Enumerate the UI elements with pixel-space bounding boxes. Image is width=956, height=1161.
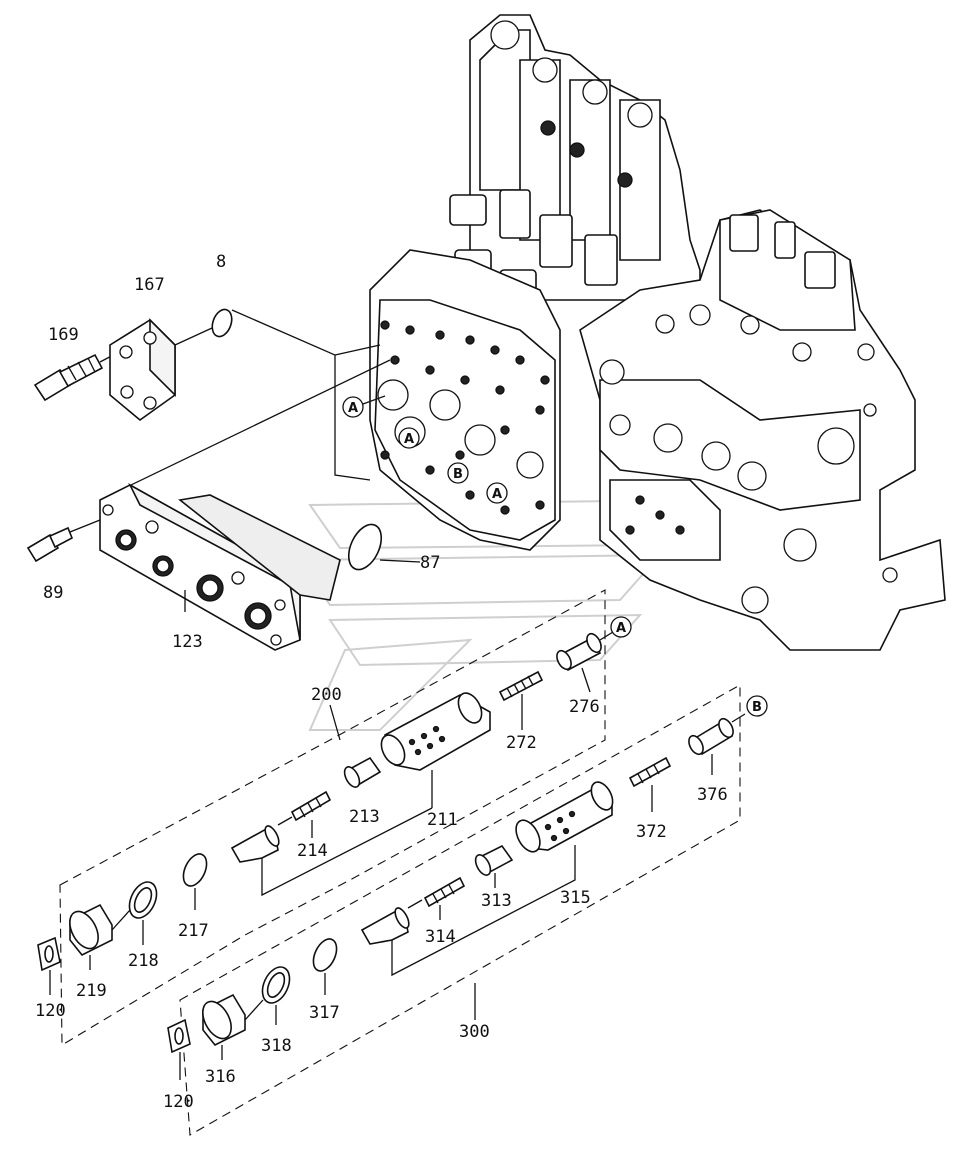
leader-167-to-body — [231, 309, 371, 481]
spool-300 — [360, 899, 423, 945]
label-213: 213 — [349, 807, 380, 827]
svg-text:A: A — [404, 432, 414, 447]
o-ring-8 — [211, 308, 233, 338]
label-217: 217 — [178, 921, 209, 941]
label-123: 123 — [172, 632, 203, 652]
spring-314 — [423, 876, 466, 908]
label-169: 169 — [48, 325, 79, 345]
callout-b-1: B — [447, 462, 469, 484]
spring-214 — [290, 790, 332, 822]
label-120-a: 120 — [35, 1001, 66, 1021]
plate-120-a — [37, 936, 61, 972]
label-276: 276 — [569, 697, 600, 717]
spring-372 — [628, 756, 672, 788]
label-8: 8 — [216, 252, 226, 272]
plug-276 — [556, 631, 614, 672]
label-89: 89 — [43, 583, 63, 603]
bolt-89 — [26, 519, 101, 563]
o-ring-87 — [347, 523, 383, 571]
svg-text:B: B — [752, 700, 762, 715]
label-200: 200 — [311, 685, 342, 705]
sleeve-315 — [515, 781, 614, 853]
plug-376 — [688, 713, 746, 756]
label-315: 315 — [560, 888, 591, 908]
cap-316 — [202, 993, 264, 1047]
label-372: 372 — [636, 822, 667, 842]
label-211: 211 — [427, 810, 458, 830]
label-300: 300 — [459, 1022, 490, 1042]
svg-text:A: A — [492, 487, 502, 502]
label-218: 218 — [128, 951, 159, 971]
control-valve-assembly — [369, 14, 946, 651]
label-376: 376 — [697, 785, 728, 805]
o-ring-317 — [312, 938, 338, 972]
label-219: 219 — [76, 981, 107, 1001]
label-316: 316 — [205, 1067, 236, 1087]
label-318: 318 — [261, 1036, 292, 1056]
backup-ring-218 — [128, 881, 158, 919]
callout-a-4: A — [610, 616, 632, 638]
callout-a-2: A — [398, 427, 420, 449]
label-272: 272 — [506, 733, 537, 753]
label-314: 314 — [425, 927, 456, 947]
callout-b-2: B — [746, 695, 768, 717]
label-317: 317 — [309, 1003, 340, 1023]
label-120-b: 120 — [163, 1092, 194, 1112]
group-300-boundary — [179, 684, 741, 1136]
block-123 — [99, 483, 341, 651]
collar-313 — [474, 844, 514, 876]
label-214: 214 — [297, 841, 328, 861]
cap-219 — [69, 903, 131, 957]
cover-167 — [109, 318, 213, 422]
spring-272 — [498, 670, 544, 702]
plate-120-b — [167, 1018, 191, 1054]
group-200-boundary — [59, 589, 606, 1046]
collar-213 — [343, 756, 382, 788]
svg-text:A: A — [348, 401, 358, 416]
svg-text:B: B — [453, 467, 463, 482]
label-87: 87 — [420, 553, 440, 573]
label-167: 167 — [134, 275, 165, 295]
svg-text:A: A — [616, 621, 626, 636]
callout-a-3: A — [486, 482, 508, 504]
label-313: 313 — [481, 891, 512, 911]
sleeve-211 — [380, 692, 491, 771]
backup-ring-318 — [261, 966, 291, 1004]
callout-a-1: A — [342, 396, 364, 418]
spool-200 — [230, 816, 293, 863]
o-ring-217 — [182, 853, 208, 887]
